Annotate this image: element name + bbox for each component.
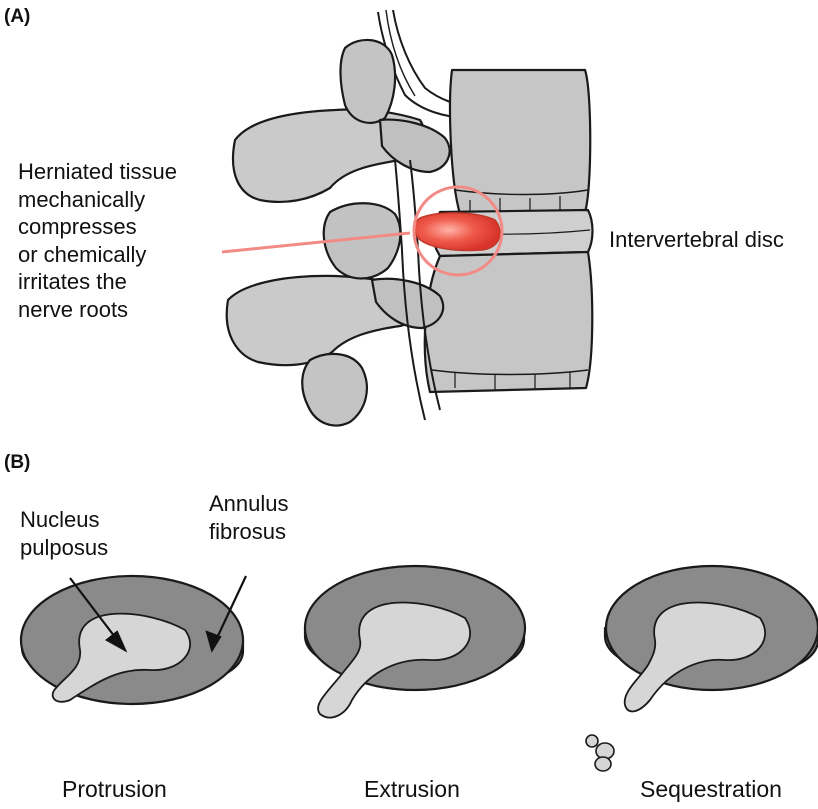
stage-caption-protrusion: Protrusion	[62, 776, 167, 803]
herniated-tissue	[414, 213, 500, 251]
herniation-annotation: Herniated tissue mechanically compresses…	[18, 158, 177, 323]
sequestered-fragment	[595, 757, 611, 771]
disc-extrusion	[305, 566, 525, 718]
nucleus-pulposus-label: Nucleus pulposus	[20, 506, 108, 561]
panel-b-label: (B)	[4, 452, 30, 474]
inferior-articular-process	[302, 354, 367, 426]
panel-a-label: (A)	[4, 6, 30, 28]
disc-sequestration	[586, 566, 818, 771]
stage-caption-sequestration: Sequestration	[640, 776, 782, 803]
annulus-fibrosus-label: Annulus fibrosus	[209, 490, 289, 545]
upper-superior-articular	[340, 40, 395, 123]
sequestered-fragment	[586, 735, 598, 747]
stage-caption-extrusion: Extrusion	[364, 776, 460, 803]
intervertebral-disc-label: Intervertebral disc	[609, 226, 784, 254]
spine-segment-drawing	[227, 10, 593, 425]
